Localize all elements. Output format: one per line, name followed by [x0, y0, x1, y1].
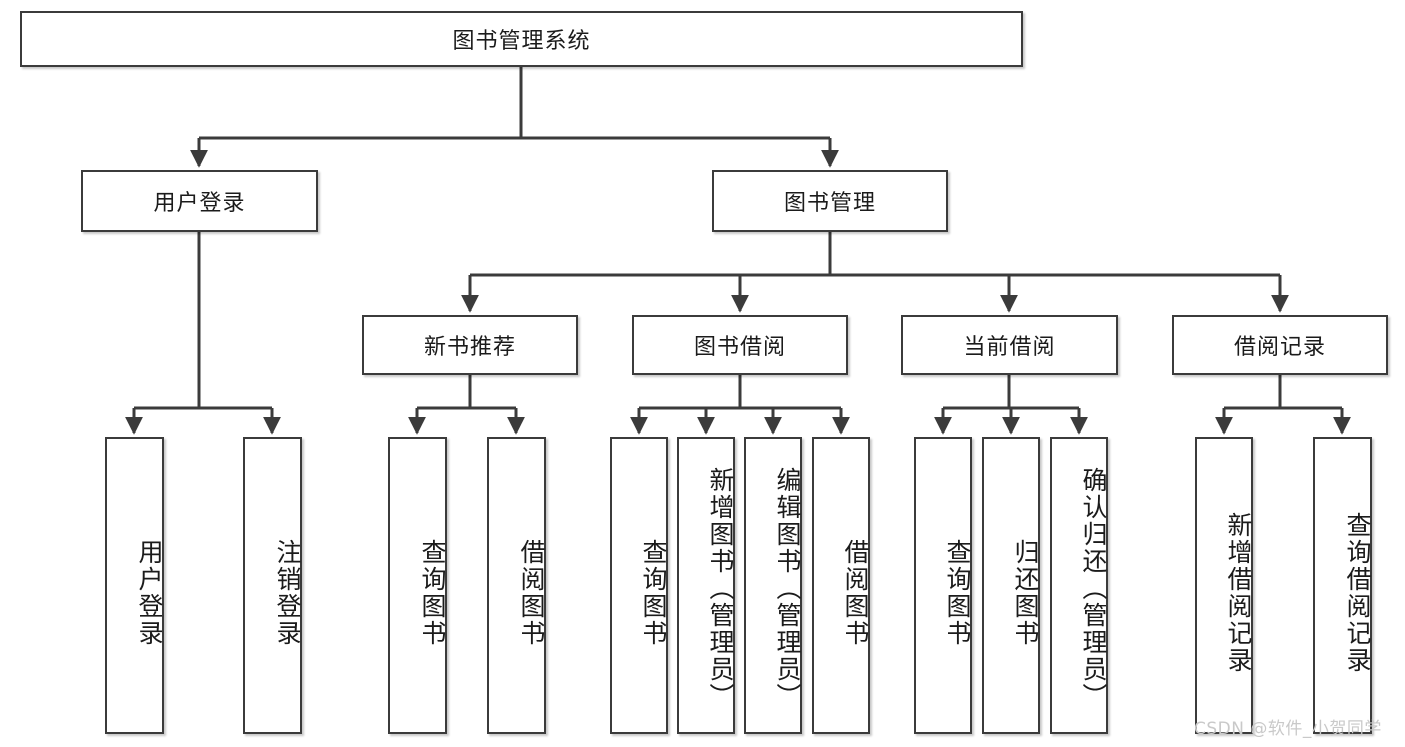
leaf-borrow-book-recommend[interactable]: 借阅图书 [487, 437, 546, 734]
leaf-query-book-borrow[interactable]: 查询图书 [610, 437, 668, 734]
node-book-management[interactable]: 图书管理 [712, 170, 948, 232]
node-book-borrow[interactable]: 图书借阅 [632, 315, 848, 375]
node-current-borrow[interactable]: 当前借阅 [901, 315, 1118, 375]
leaf-user-login[interactable]: 用户登录 [105, 437, 164, 734]
node-root[interactable]: 图书管理系统 [20, 11, 1023, 67]
leaf-edit-book-admin[interactable]: 编辑图书（管理员） [744, 437, 802, 734]
leaf-query-book-current[interactable]: 查询图书 [914, 437, 972, 734]
leaf-logout-login[interactable]: 注销登录 [243, 437, 302, 734]
leaf-add-book-admin[interactable]: 新增图书（管理员） [677, 437, 735, 734]
node-user-login[interactable]: 用户登录 [81, 170, 318, 232]
leaf-query-book-recommend[interactable]: 查询图书 [388, 437, 447, 734]
leaf-return-book[interactable]: 归还图书 [982, 437, 1040, 734]
leaf-add-borrow-record[interactable]: 新增借阅记录 [1195, 437, 1253, 734]
leaf-borrow-book[interactable]: 借阅图书 [812, 437, 870, 734]
leaf-query-borrow-record[interactable]: 查询借阅记录 [1313, 437, 1372, 734]
node-new-book-recommend[interactable]: 新书推荐 [362, 315, 578, 375]
watermark: CSDN @软件_小贺同学 [1194, 719, 1382, 739]
node-borrow-record[interactable]: 借阅记录 [1172, 315, 1388, 375]
leaf-confirm-return-admin[interactable]: 确认归还（管理员） [1050, 437, 1108, 734]
